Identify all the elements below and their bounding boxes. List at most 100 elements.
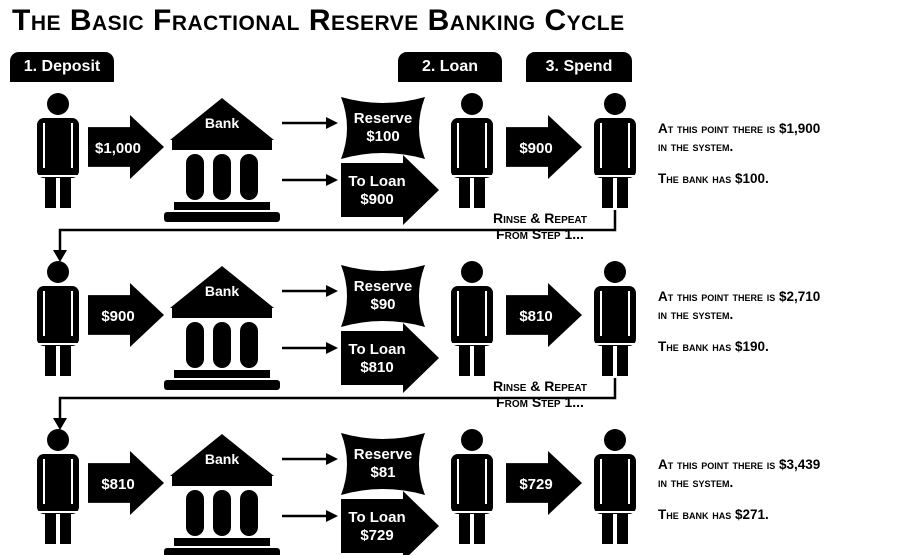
- step-spend-tab: 3. Spend: [526, 52, 632, 82]
- bank-base: [174, 538, 270, 546]
- person-leg: [459, 336, 470, 376]
- person-leg: [617, 504, 628, 544]
- info-block-3: At this point there is $3,439 in the sys…: [658, 456, 898, 524]
- person-leg: [45, 336, 56, 376]
- person-arm-line: [71, 459, 73, 504]
- person-head: [461, 261, 483, 283]
- person-arm-line: [628, 123, 630, 168]
- repeat-connector-line: [58, 210, 617, 252]
- thin-arrow-head: [326, 174, 338, 186]
- person-divider: [452, 343, 492, 345]
- rinse-line-2: From Step 1...: [496, 394, 584, 410]
- person-arm-line: [71, 123, 73, 168]
- depositor-figure-3: [37, 429, 79, 544]
- thin-arrow-head: [326, 285, 338, 297]
- recipient-figure-3: [594, 429, 636, 544]
- person-torso: [451, 454, 493, 514]
- info-system-2: in the system.: [658, 307, 734, 322]
- reserve-amount: $100: [366, 128, 399, 145]
- to-loan-shape: [341, 155, 439, 225]
- reserve-box-1: Reserve$100: [341, 97, 425, 159]
- person-leg: [60, 504, 71, 544]
- person-arm-line: [628, 459, 630, 504]
- person-divider: [452, 511, 492, 513]
- to-loan-label: To Loan: [348, 509, 405, 526]
- person-head: [47, 261, 69, 283]
- recipient-figure-1: [594, 93, 636, 208]
- to-loan-label: To Loan: [348, 341, 405, 358]
- arrow-amount-label: $729: [519, 476, 552, 493]
- person-arm-line: [457, 291, 459, 336]
- bank-column: [213, 490, 231, 536]
- person-torso: [37, 454, 79, 514]
- person-divider: [595, 343, 635, 345]
- person-torso: [37, 118, 79, 178]
- to-loan-arrow-3: To Loan$729: [341, 491, 439, 555]
- person-arm-line: [43, 291, 45, 336]
- recipient-figure-2: [594, 261, 636, 376]
- bank-entablature: [172, 140, 272, 150]
- depositor-figure-2: [37, 261, 79, 376]
- thin-arrow-head: [326, 342, 338, 354]
- person-arm-line: [43, 123, 45, 168]
- deposit-arrow-2: $900: [88, 283, 164, 347]
- info-bank-has-3: The bank has $271.: [658, 507, 769, 522]
- person-divider: [38, 175, 78, 177]
- thin-arrow-head: [326, 453, 338, 465]
- info-system-1: in the system.: [658, 139, 734, 154]
- person-arm-line: [457, 123, 459, 168]
- person-torso: [451, 286, 493, 346]
- arrow-amount-label: $900: [519, 140, 552, 157]
- big-arrow-shape: [506, 115, 582, 179]
- to-loan-amount: $810: [360, 359, 393, 376]
- bank-icon-3: Bank: [164, 434, 280, 555]
- big-arrow-shape: [506, 283, 582, 347]
- person-divider: [38, 511, 78, 513]
- person-leg: [617, 336, 628, 376]
- reserve-box-3: Reserve$81: [341, 433, 425, 495]
- bank-base: [174, 370, 270, 378]
- step-loan-tab: 2. Loan: [398, 52, 502, 82]
- bank-label: Bank: [205, 283, 239, 299]
- person-torso: [451, 118, 493, 178]
- bank-steps: [164, 212, 280, 222]
- bank-steps: [164, 380, 280, 390]
- spend-arrow-2: $810: [506, 283, 582, 347]
- borrower-figure-2: [451, 261, 493, 376]
- info-total-3: At this point there is $3,439: [658, 457, 821, 472]
- to-loan-shape: [341, 323, 439, 393]
- to-loan-arrow-1: To Loan$900: [341, 155, 439, 225]
- to-loan-label: To Loan: [348, 173, 405, 190]
- person-leg: [474, 336, 485, 376]
- person-head: [604, 261, 626, 283]
- reserve-amount: $81: [370, 464, 395, 481]
- info-block-1: At this point there is $1,900 in the sys…: [658, 120, 898, 188]
- to-loan-amount: $729: [360, 527, 393, 544]
- arrow-to-loan-3: [282, 510, 338, 522]
- arrow-to-reserve-2: [282, 285, 338, 297]
- person-torso: [594, 454, 636, 514]
- bank-entablature: [172, 308, 272, 318]
- repeat-connector-2: [53, 378, 617, 430]
- person-arm-line: [628, 291, 630, 336]
- person-arm-line: [600, 123, 602, 168]
- person-head: [461, 429, 483, 451]
- person-torso: [594, 286, 636, 346]
- bank-column: [213, 154, 231, 200]
- person-divider: [595, 175, 635, 177]
- reserve-label: Reserve: [354, 110, 412, 127]
- person-arm-line: [600, 459, 602, 504]
- big-arrow-shape: [88, 451, 164, 515]
- step-deposit-tab: 1. Deposit: [10, 52, 114, 82]
- person-torso: [594, 118, 636, 178]
- big-arrow-shape: [88, 115, 164, 179]
- bank-column: [186, 154, 204, 200]
- spend-arrow-1: $900: [506, 115, 582, 179]
- arrow-amount-label: $1,000: [95, 140, 141, 157]
- rinse-repeat-label-1: Rinse & Repeat From Step 1...: [478, 210, 602, 242]
- bank-column: [186, 490, 204, 536]
- person-divider: [452, 175, 492, 177]
- person-arm-line: [457, 459, 459, 504]
- arrow-to-reserve-3: [282, 453, 338, 465]
